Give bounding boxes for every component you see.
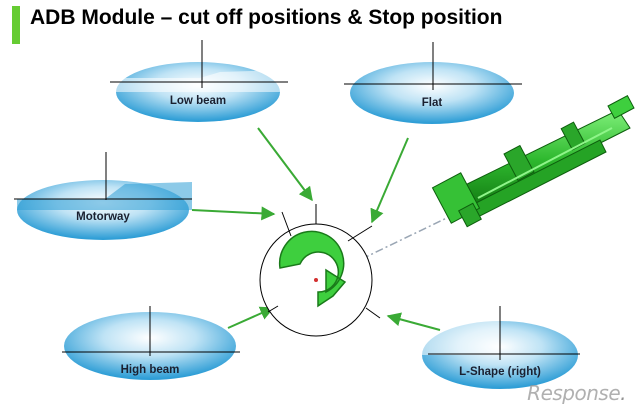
tick-mark [347, 225, 373, 242]
actuator-module-icon [431, 94, 635, 228]
arrow-high-beam [227, 306, 275, 329]
beam-pattern-flat: Flat [344, 42, 522, 124]
beam-label: High beam [121, 364, 180, 376]
beam-pattern-motorway: Motorway [14, 152, 192, 240]
watermark-prefix: R [527, 381, 541, 405]
beam-cutoff-area [116, 70, 280, 92]
beam-pattern-high-beam: High beam [62, 306, 240, 380]
beam-label: Low beam [170, 95, 226, 107]
beam-ellipse [350, 62, 514, 124]
beam-label: Motorway [76, 211, 130, 223]
title-accent-bar [12, 6, 20, 44]
pivot-point [314, 278, 318, 282]
arrow-flat [370, 137, 409, 224]
arrow-motorway [191, 206, 276, 221]
arrow-low-beam [257, 127, 313, 202]
beam-cutoff-area [422, 318, 500, 355]
rotation-dial [259, 204, 381, 337]
watermark: Response. [527, 381, 626, 405]
page-title: ADB Module – cut off positions & Stop po… [30, 6, 503, 29]
tick-mark [267, 305, 279, 313]
arrow-l-shape [386, 312, 441, 331]
beam-cutoff-area [17, 182, 192, 210]
watermark-suffix: . [620, 381, 626, 405]
rotation-arrow-icon [278, 230, 347, 308]
watermark-text: esponse [540, 381, 621, 405]
beam-pattern-l-shape-right: L-Shape (right) [422, 306, 580, 389]
beam-label: L-Shape (right) [459, 366, 541, 378]
beam-pattern-low-beam: Low beam [110, 40, 288, 122]
tick-mark [365, 307, 381, 319]
beam-label: Flat [422, 97, 443, 109]
tick-mark [281, 211, 292, 237]
optical-axis-line [317, 213, 456, 281]
